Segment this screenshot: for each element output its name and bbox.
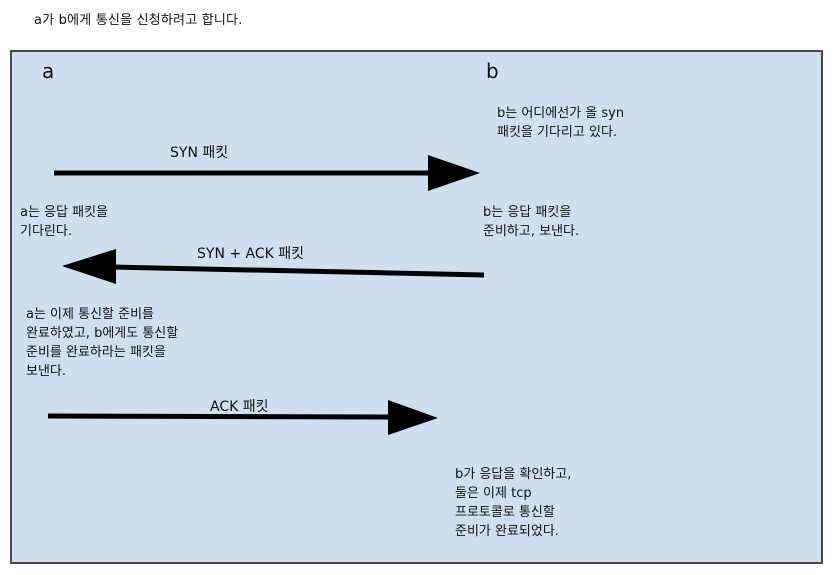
note-line: 보낸다. (26, 364, 67, 379)
note-line: 둘은 이제 tcp (455, 486, 532, 501)
note-line: 패킷을 기다리고 있다. (497, 125, 618, 140)
note-line: 프로토콜로 통신할 (455, 505, 555, 520)
note-line: 기다린다. (20, 224, 72, 239)
sequence-panel (10, 50, 823, 564)
arrow-syn (54, 155, 480, 191)
note-line: 준비를 완료하라는 패킷을 (26, 345, 166, 360)
note-a-waiting: a는 응답 패킷을 기다린다. (20, 203, 108, 241)
arrow-ack (47, 400, 438, 435)
message-label-syn-ack: SYN + ACK 패킷 (197, 246, 305, 262)
note-line: 준비가 완료되었다. (455, 524, 559, 539)
actor-b-label: b (486, 59, 499, 83)
note-line: 준비하고, 보낸다. (483, 224, 580, 239)
note-line: 완료하였고, b에게도 통신할 (26, 326, 179, 341)
note-line: b가 응답을 확인하고, (455, 467, 572, 482)
note-line: b는 어디에선가 올 syn (497, 106, 625, 121)
note-line: b는 응답 패킷을 (483, 205, 572, 220)
note-b-waiting: b는 어디에선가 올 syn 패킷을 기다리고 있다. (497, 104, 624, 142)
note-b-replying: b는 응답 패킷을 준비하고, 보낸다. (483, 203, 579, 241)
message-label-syn: SYN 패킷 (170, 145, 229, 161)
actor-a-label: a (42, 59, 55, 83)
arrow-syn-ack (62, 249, 485, 284)
message-label-ack: ACK 패킷 (210, 399, 269, 415)
note-a-ready: a는 이제 통신할 준비를 완료하였고, b에게도 통신할 준비를 완료하라는 … (26, 305, 178, 381)
diagram-caption: a가 b에게 통신을 신청하려고 합니다. (34, 13, 243, 28)
note-b-done: b가 응답을 확인하고, 둘은 이제 tcp 프로토콜로 통신할 준비가 완료되… (455, 465, 571, 541)
note-line: a는 응답 패킷을 (20, 205, 108, 220)
note-line: a는 이제 통신할 준비를 (26, 307, 155, 322)
